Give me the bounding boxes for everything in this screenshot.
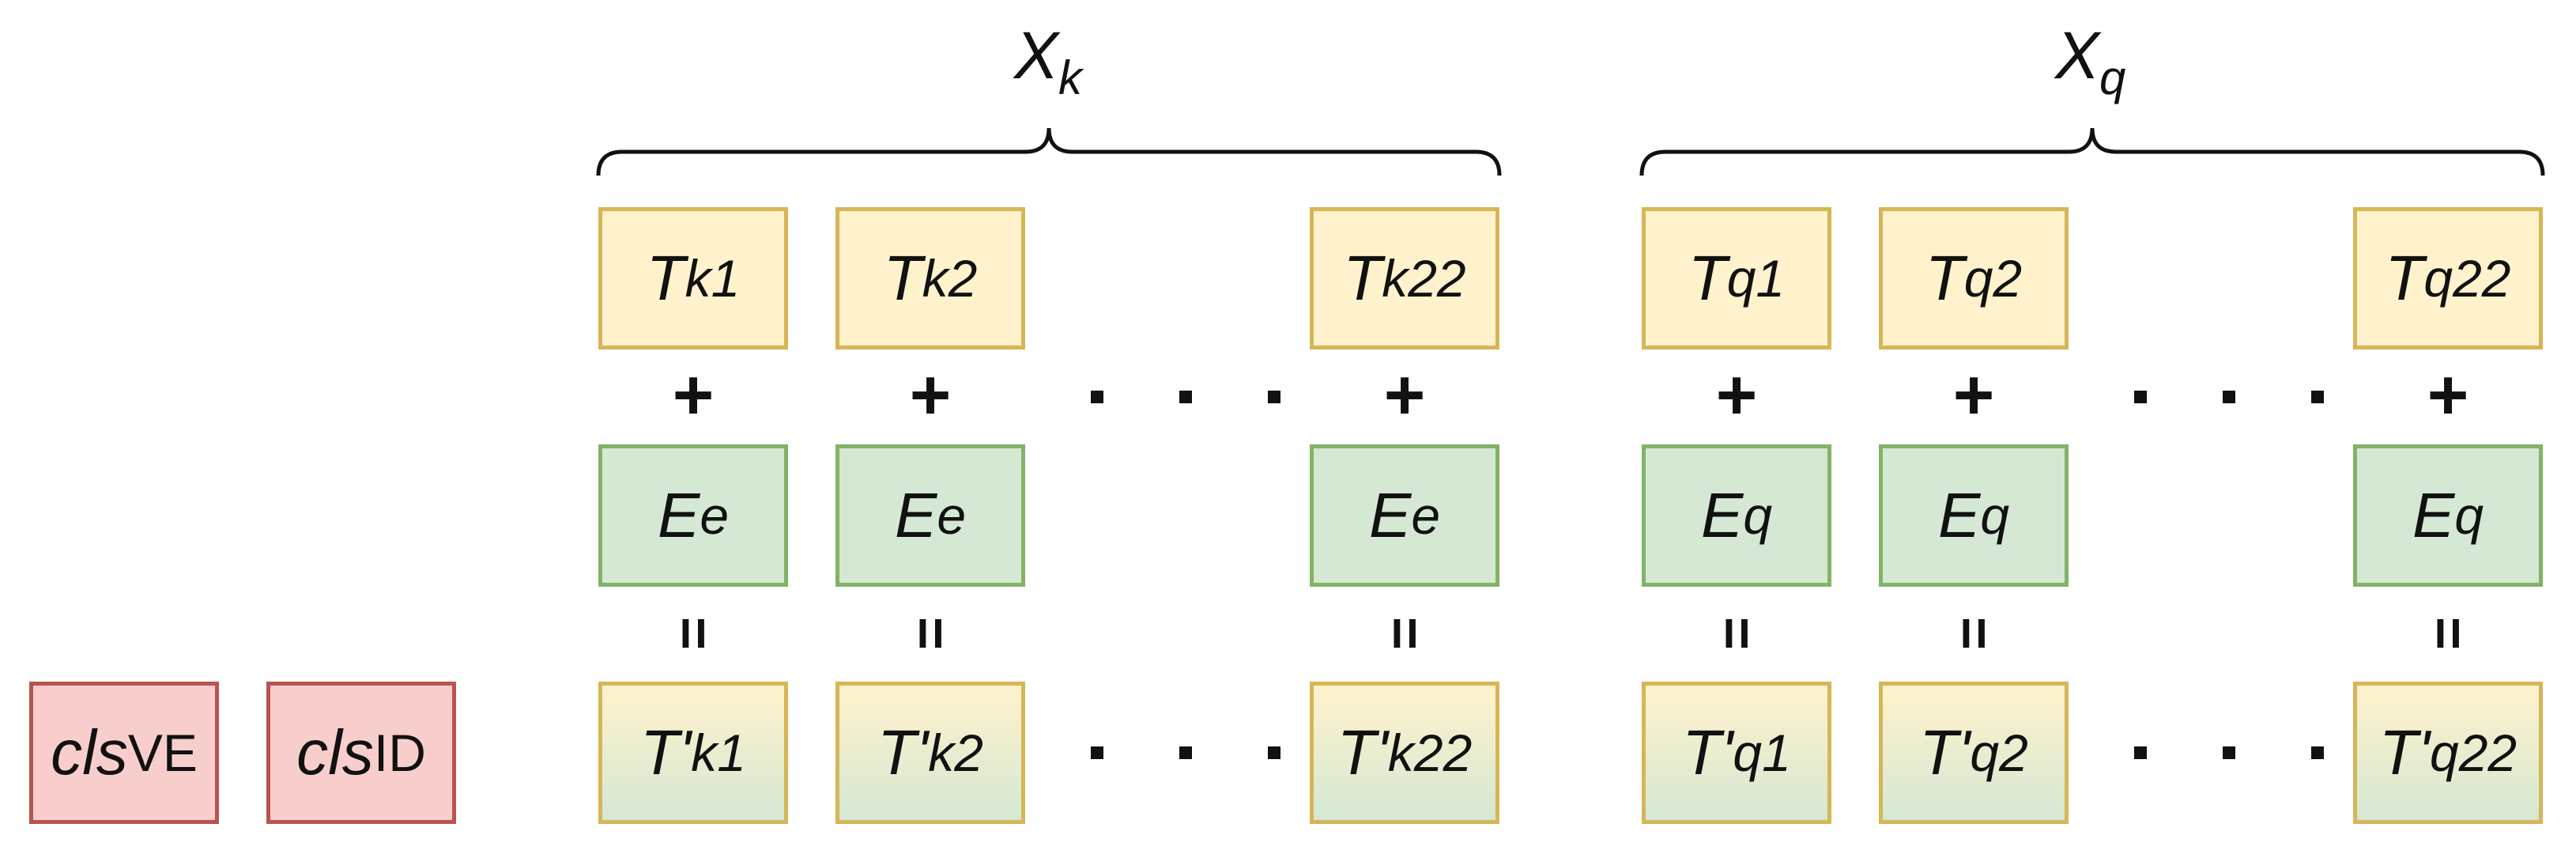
result-tq22: T'q22	[2353, 682, 2543, 824]
plus-sign: +	[672, 355, 715, 435]
equals-sign: =	[1704, 616, 1768, 649]
result-tk1: T'k1	[598, 682, 788, 824]
result-tq1: T'q1	[1642, 682, 1831, 824]
ellipsis	[2134, 373, 2324, 421]
result-tk22: T'k22	[1310, 682, 1499, 824]
plus-sign: +	[1715, 355, 1758, 435]
brace-xq	[1639, 127, 2545, 176]
ellipsis	[1091, 729, 1280, 777]
equals-sign: =	[2416, 616, 2480, 649]
result-tq2: T'q2	[1879, 682, 2069, 824]
group-label-xk: Xk	[1014, 18, 1083, 104]
ellipsis	[1091, 373, 1280, 421]
equals-sign: =	[1941, 616, 2005, 649]
plus-sign: +	[1952, 355, 1995, 435]
plus-sign: +	[1383, 355, 1426, 435]
plus-sign: +	[909, 355, 952, 435]
result-tk2: T'k2	[835, 682, 1025, 824]
plus-sign: +	[2427, 355, 2469, 435]
group-label-xq: Xq	[2055, 18, 2126, 104]
equals-sign: =	[898, 616, 962, 649]
equals-sign: =	[1372, 616, 1436, 649]
ellipsis	[2134, 729, 2324, 777]
brace-xk	[596, 127, 1502, 176]
equals-sign: =	[661, 616, 725, 649]
